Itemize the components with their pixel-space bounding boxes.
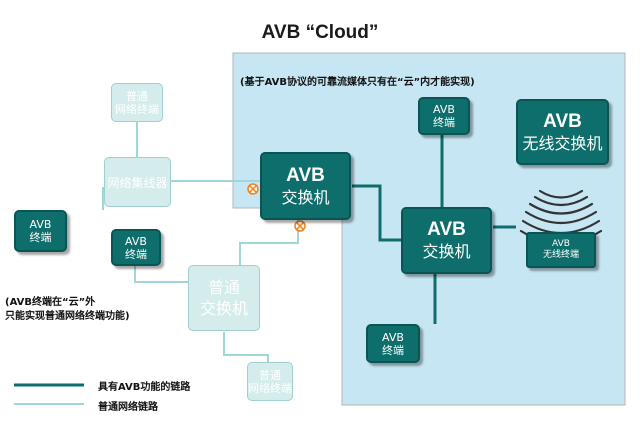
avb-terminal-left-node[interactable]: AVB 终端: [14, 210, 67, 252]
network-hub-node[interactable]: 网络集线器: [104, 157, 171, 207]
avb-wireless-terminal-line1: AVB: [552, 239, 570, 249]
avb-terminal-top-node[interactable]: AVB 终端: [418, 97, 470, 135]
blocked-marker-2: [294, 220, 306, 232]
avb-terminal-mid-node[interactable]: AVB 终端: [111, 229, 161, 266]
avb-wireless-switch-line2: 无线交换机: [522, 133, 603, 153]
legend-plain-link-label: 普通网络链路: [98, 402, 158, 413]
avb-terminal-mid-line1: AVB: [125, 234, 147, 248]
avb-terminal-bottom-node[interactable]: AVB 终端: [366, 324, 420, 363]
avb-terminal-bottom-line2: 终端: [382, 343, 404, 357]
plain-terminal-bottom-line1: 普通: [259, 368, 281, 382]
avb-terminal-bottom-line1: AVB: [382, 330, 404, 344]
plain-switch-line1: 普通: [207, 278, 240, 297]
legend-avb-link-label: 具有AVB功能的链路: [98, 382, 191, 393]
link-plain-switch-plain-terminal-bottom: [223, 332, 269, 365]
plain-terminal-bottom-node[interactable]: 普通 网络终端: [247, 362, 293, 401]
plain-switch-node[interactable]: 普通 交换机: [188, 265, 260, 331]
cloud-note: (基于AVB协议的可靠流媒体只有在“云”内才能实现): [240, 77, 475, 88]
plain-terminal-top-line2: 网络终端: [115, 102, 159, 116]
network-hub-label: 网络集线器: [107, 175, 168, 190]
avb-terminal-left-line1: AVB: [29, 218, 52, 231]
link-avb-switch-1-avb-switch-2: [352, 184, 402, 242]
avb-switch-1-line1: AVB: [286, 164, 325, 186]
avb-wireless-terminal-line2: 无线终端: [542, 250, 579, 260]
avb-terminal-top-line1: AVB: [433, 103, 455, 116]
avb-switch-2-line1: AVB: [427, 219, 466, 240]
outside-cloud-note-line2: 只能实现普通网络终端功能): [5, 311, 130, 322]
plain-terminal-top-line1: 普通: [126, 89, 148, 103]
outside-cloud-note: (AVB终端在“云”外 只能实现普通网络终端功能): [5, 296, 130, 324]
avb-wireless-switch-line1: AVB: [543, 110, 582, 132]
avb-switch-1-node[interactable]: AVB 交换机: [260, 152, 351, 220]
link-avb-terminal-mid-plain-switch: [134, 260, 188, 283]
avb-terminal-mid-line2: 终端: [125, 247, 147, 261]
avb-wireless-switch-node[interactable]: AVB 无线交换机: [516, 99, 609, 165]
diagram-title: AVB “Cloud”: [261, 22, 379, 43]
plain-terminal-top-node[interactable]: 普通 网络终端: [111, 83, 163, 122]
avb-terminal-top-line2: 终端: [433, 116, 455, 129]
avb-wireless-terminal-node[interactable]: AVB 无线终端: [526, 232, 596, 268]
avb-terminal-left-line2: 终端: [29, 231, 52, 244]
plain-terminal-bottom-line2: 网络终端: [248, 381, 292, 395]
avb-switch-1-line2: 交换机: [281, 187, 330, 207]
blocked-marker-1: [247, 183, 259, 195]
avb-links: [352, 134, 516, 324]
plain-switch-line2: 交换机: [199, 299, 248, 318]
outside-cloud-note-line1: (AVB终端在“云”外: [5, 297, 96, 308]
avb-switch-2-line2: 交换机: [422, 242, 471, 261]
avb-switch-2-node[interactable]: AVB 交换机: [401, 207, 492, 274]
